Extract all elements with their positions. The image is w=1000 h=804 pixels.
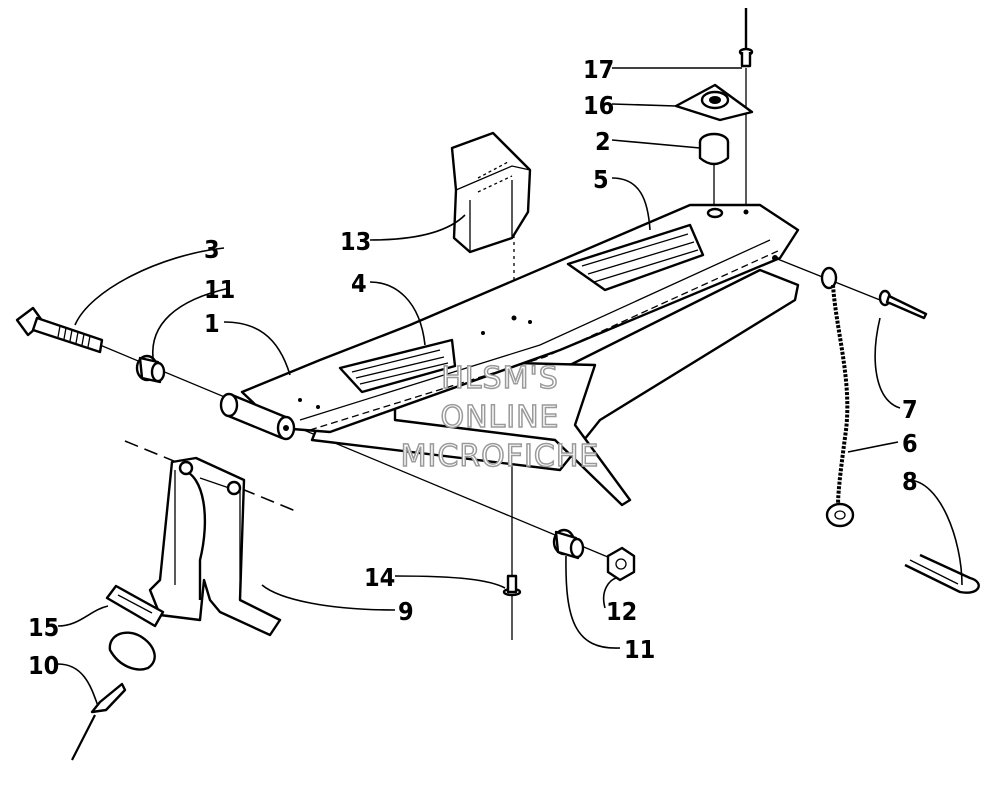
nut	[606, 546, 636, 582]
callout-3: 3	[204, 235, 220, 264]
callout-6: 6	[902, 429, 918, 458]
callout-11-bottom: 11	[624, 635, 655, 664]
callout-9: 9	[398, 597, 414, 626]
clip	[450, 131, 532, 254]
callout-14: 14	[364, 563, 395, 592]
callout-17: 17	[583, 55, 614, 84]
mount-plate	[674, 83, 754, 122]
watermark: HLSM'S ONLINE MICROFICHE	[400, 360, 600, 475]
lanyard	[820, 266, 855, 528]
hairpin-clip	[904, 553, 980, 594]
bushing-left	[135, 354, 166, 384]
callout-10: 10	[28, 651, 59, 680]
callout-11-top: 11	[204, 275, 235, 304]
watermark-line-1: HLSM'S	[441, 361, 559, 396]
callout-15: 15	[28, 613, 59, 642]
callout-1: 1	[204, 309, 220, 338]
callout-8: 8	[902, 467, 918, 496]
watermark-line-3: MICROFICHE	[401, 439, 600, 474]
stand	[148, 456, 282, 637]
pin	[878, 289, 928, 320]
grommet	[698, 132, 730, 166]
rivet-lower	[71, 682, 127, 761]
callout-5: 5	[593, 165, 609, 194]
callout-7: 7	[902, 395, 918, 424]
callout-2: 2	[595, 127, 611, 156]
spacer-tube	[219, 392, 296, 441]
callouts: 17 16 2 5 13 3 11 4 1 7 6 8 9 14 12 11 1…	[28, 55, 918, 680]
watermark-line-2: ONLINE	[440, 400, 559, 435]
bracket-assembly	[240, 203, 800, 507]
plate	[105, 584, 165, 628]
rivet-center	[502, 574, 522, 597]
callout-12: 12	[606, 597, 637, 626]
callout-16: 16	[583, 91, 614, 120]
callout-4: 4	[351, 269, 367, 298]
bolt	[15, 306, 104, 354]
leader-lines	[57, 67, 963, 707]
knob	[108, 631, 156, 671]
bushing-right	[552, 528, 585, 560]
callout-13: 13	[340, 227, 371, 256]
screw-top	[738, 8, 754, 68]
axis-line-bolt	[99, 344, 616, 561]
